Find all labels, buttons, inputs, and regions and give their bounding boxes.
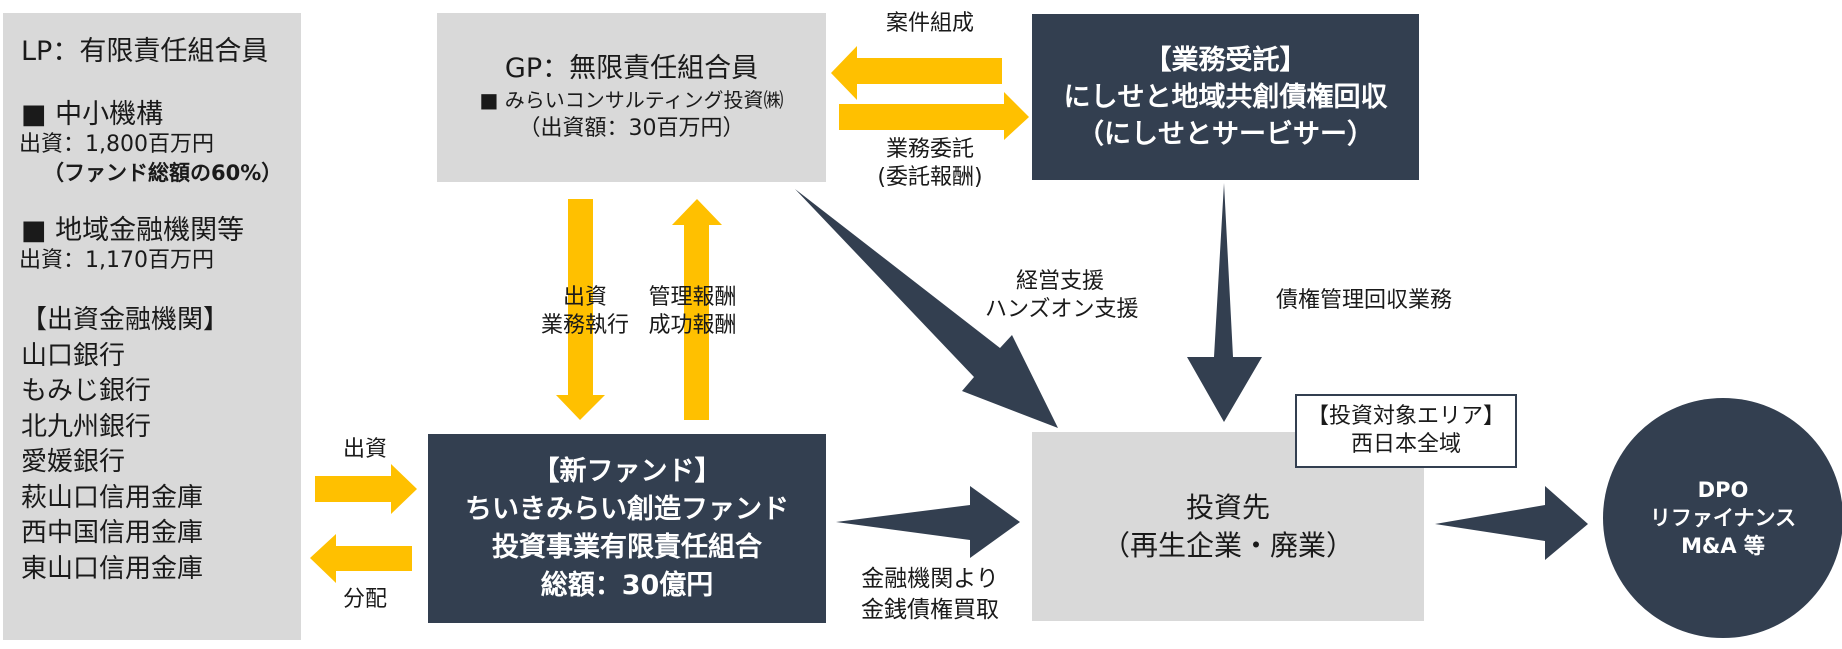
debt-purchase-arrow (836, 486, 1020, 558)
outsourcing-label-2: (委託報酬) (877, 165, 983, 190)
investment-area-box: 【投資対象エリア】 西日本全域 (1295, 394, 1517, 468)
servicer-line2: にしせと地域共創債権回収 (1063, 81, 1388, 113)
case-formation-arrow (831, 46, 1002, 100)
investing-fi-item: 山口銀行 (21, 340, 126, 371)
gp-to-fund-label-2: 業務執行 (540, 313, 629, 338)
exit-strategy-circle: DPO リファイナンス M&A 等 (1603, 398, 1842, 638)
fund-to-gp-label-2: 成功報酬 (648, 313, 737, 338)
fund-to-gp-arrow (672, 199, 722, 420)
investing-fi-item: 東山口信用金庫 (21, 553, 204, 584)
servicer-line1: 【業務受託】 (1144, 44, 1307, 76)
servicer-box: 【業務受託】 にしせと地域共創債権回収 （にしせとサービサー） (1032, 14, 1419, 180)
investing-fi-header: 【出資金融機関】 (21, 305, 230, 335)
mgmt-support-label-2: ハンズオン支援 (985, 297, 1139, 322)
mgmt-support-label-1: 経営支援 (1015, 269, 1104, 294)
exit-line3: M&A 等 (1681, 534, 1765, 558)
debt-collection-arrow (1187, 183, 1262, 422)
lp-panel: LP：有限責任組合員 ■ 中小機構 出資：1,800百万円 （ファンド総額の60… (3, 13, 301, 640)
gp-company: ■ みらいコンサルティング投資㈱ (479, 87, 784, 112)
case-formation-label: 案件組成 (885, 11, 974, 36)
gp-box: GP：無限責任組合員 ■ みらいコンサルティング投資㈱ （出資額：30百万円） (437, 13, 826, 182)
debt-purchase-label-2: 金銭債権買取 (861, 597, 999, 623)
outsourcing-arrow (839, 92, 1029, 140)
distribution-label: 分配 (342, 587, 387, 612)
investing-fi-item: もみじ銀行 (21, 376, 152, 406)
fund-line2: ちいきみらい創造ファンド (465, 493, 789, 525)
area-line1: 【投資対象エリア】 (1306, 404, 1505, 429)
fund-line4: 総額：30億円 (540, 569, 714, 601)
debt-purchase-label-1: 金融機関より (861, 566, 999, 592)
distribution-arrow (310, 534, 412, 583)
debt-collection-label: 債権管理回収業務 (1275, 288, 1452, 313)
outsourcing-label-1: 業務委託 (885, 137, 974, 162)
investing-fi-item: 萩山口信用金庫 (21, 482, 204, 513)
sme-org-name: ■ 中小機構 (21, 99, 164, 130)
investing-fi-item: 北九州銀行 (21, 411, 152, 442)
fund-to-gp-label-1: 管理報酬 (648, 285, 737, 310)
lp-investment-arrow (315, 464, 417, 514)
fund-line3: 投資事業有限責任組合 (492, 531, 762, 563)
gp-title: GP：無限責任組合員 (504, 52, 759, 84)
lp-investment-label: 出資 (342, 437, 387, 462)
regional-fi-name: ■ 地域金融機関等 (21, 215, 245, 246)
fund-box: 【新ファンド】 ちいきみらい創造ファンド 投資事業有限責任組合 総額：30億円 (428, 434, 826, 623)
exit-line2: リファイナンス (1649, 506, 1797, 530)
sme-org-note: （ファンド総額の60%） (43, 161, 283, 185)
servicer-line3: （にしせとサービサー） (1077, 118, 1374, 150)
gp-investment: （出資額：30百万円） (518, 115, 745, 141)
management-support-arrow (795, 189, 1058, 428)
area-line2: 西日本全域 (1350, 432, 1461, 457)
fund-line1: 【新ファンド】 (532, 455, 722, 487)
investing-fi-item: 愛媛銀行 (21, 447, 126, 477)
lp-title: LP：有限責任組合員 (21, 36, 269, 67)
regional-fi-investment: 出資：1,170百万円 (19, 248, 214, 273)
gp-to-fund-arrow (556, 199, 605, 420)
exit-line1: DPO (1697, 478, 1749, 502)
exit-arrow (1435, 486, 1588, 560)
sme-org-investment: 出資：1,800百万円 (19, 132, 214, 157)
gp-to-fund-label-1: 出資 (562, 285, 607, 310)
target-line1: 投資先 (1185, 490, 1270, 524)
target-line2: （再生企業・廃業） (1101, 528, 1354, 562)
investing-fi-item: 西中国信用金庫 (21, 518, 204, 548)
